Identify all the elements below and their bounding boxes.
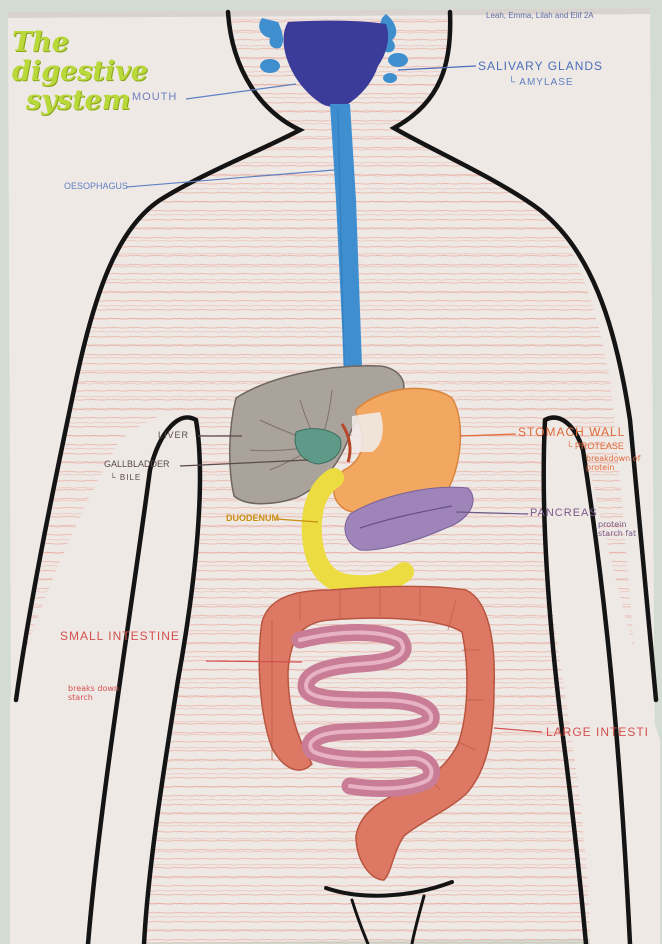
label-stomach-enzyme: └ PROTEASE <box>566 442 624 451</box>
label-stomach-note: breakdown of protein <box>586 454 656 472</box>
label-pancreas-note: protein starch fat <box>598 520 638 538</box>
authors-note: Leah, Emma, Lilah and Elif 2A <box>486 12 594 20</box>
label-pancreas: PANCREAS <box>530 508 598 519</box>
label-small-intestine: SMALL INTESTINE <box>60 630 180 642</box>
label-gallbladder: GALLBLADDER <box>104 460 170 469</box>
label-large-intestine: LARGE INTESTI <box>546 726 649 738</box>
label-salivary-glands: SALIVARY GLANDS <box>478 60 603 72</box>
label-stomach-wall: STOMACH WALL <box>518 426 625 438</box>
label-duodenum: DUODENUM <box>226 514 279 523</box>
label-small-intestine-note: breaks down starch <box>68 684 120 702</box>
label-salivary-enzyme: └ AMYLASE <box>508 78 574 88</box>
title-line-1: The digestive <box>12 28 202 86</box>
label-mouth: MOUTH <box>132 92 177 103</box>
label-oesophagus: OESOPHAGUS <box>64 182 128 191</box>
label-liver: LIVER <box>158 431 189 440</box>
label-bile: └ BILE <box>110 474 141 482</box>
